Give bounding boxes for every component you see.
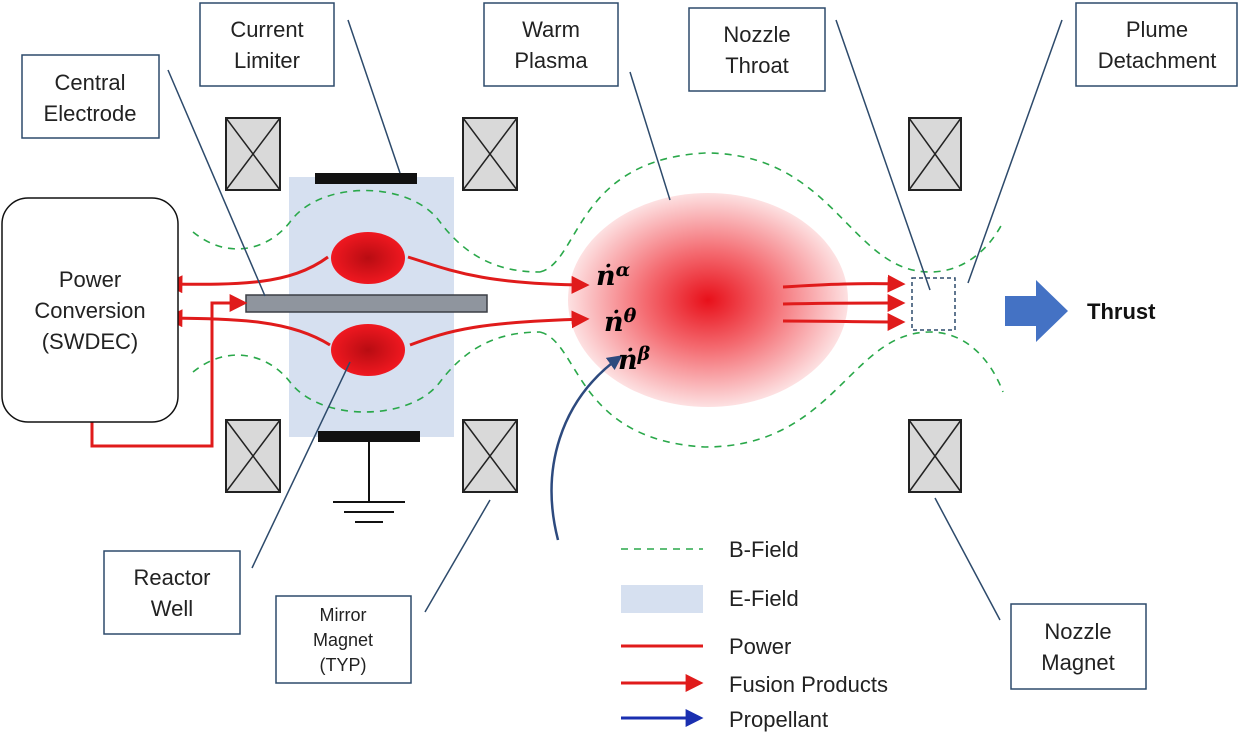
svg-text:Throat: Throat (725, 53, 789, 78)
leader-nozzle-magnet (934, 497, 1001, 621)
legend-item-power: Power (621, 634, 791, 659)
svg-text:Detachment: Detachment (1098, 48, 1217, 73)
svg-text:(TYP): (TYP) (320, 655, 367, 675)
legend-item-b-field: B-Field (621, 537, 799, 562)
exhaust-arrow-3 (782, 312, 906, 331)
svg-text:Power: Power (59, 267, 121, 292)
n-alpha-right: ṅα (596, 259, 631, 292)
leader-lines (167, 19, 1063, 621)
n-theta: ṅθ (604, 305, 637, 338)
callout-warm-plasma: Warm Plasma (483, 2, 619, 87)
fusion-arrow-upper-right (407, 255, 590, 294)
current-limiter-plate-top (315, 173, 417, 184)
callout-plume-detachment: Plume Detachment (1075, 2, 1238, 87)
fusion-arrow-lower-left (164, 309, 331, 347)
svg-text:Propellant: Propellant (729, 707, 828, 732)
reactor-well-plasma-lower (331, 324, 405, 376)
callout-mirror-magnet: Mirror Magnet (TYP) (275, 595, 412, 684)
callout-central-electrode: Central Electrode (21, 54, 160, 139)
svg-text:Warm: Warm (522, 17, 580, 42)
nozzle-magnet-upper (908, 117, 962, 191)
callout-nozzle-magnet: Nozzle Magnet (1010, 603, 1147, 690)
callout-reactor-well: Reactor Well (103, 550, 241, 635)
fusion-arrow-lower-right (409, 310, 590, 347)
svg-text:Reactor: Reactor (133, 565, 210, 590)
central-electrode (245, 294, 488, 313)
svg-text:Plasma: Plasma (514, 48, 588, 73)
svg-text:Well: Well (151, 596, 193, 621)
mirror-magnet-upper-left (225, 117, 281, 191)
leader-mirror-magnet (424, 499, 491, 613)
leader-nozzle-throat (835, 19, 931, 291)
b-field-upper-left (192, 189, 541, 273)
legend: B-Field E-Field Power Fusion Products Pr… (621, 537, 888, 732)
propellant-arrow (550, 355, 623, 541)
n-beta: ṅβ (618, 343, 651, 376)
leader-warm-plasma (629, 71, 671, 201)
nozzle-magnet-lower (908, 419, 962, 493)
warm-plasma (568, 193, 848, 407)
ground-icon (333, 442, 405, 523)
leader-reactor-well (251, 361, 351, 569)
mirror-magnet-lower-right (462, 419, 518, 493)
svg-text:Limiter: Limiter (234, 48, 300, 73)
power-line (90, 294, 248, 448)
svg-text:Power: Power (729, 634, 791, 659)
legend-item-fusion-products: Fusion Products (621, 672, 888, 697)
thrust-label: Thrust (1087, 299, 1156, 324)
callout-power-conversion: Power Conversion (SWDEC) (1, 197, 179, 423)
current-limiter-plate-bottom (318, 431, 420, 442)
svg-text:Current: Current (230, 17, 303, 42)
fusion-arrow-upper-left (164, 255, 329, 294)
svg-text:Nozzle: Nozzle (1044, 619, 1111, 644)
svg-text:Magnet: Magnet (1041, 650, 1114, 675)
svg-text:Conversion: Conversion (34, 298, 145, 323)
legend-item-propellant: Propellant (621, 707, 828, 732)
mirror-magnet-upper-right (462, 117, 518, 191)
svg-text:(SWDEC): (SWDEC) (42, 329, 139, 354)
svg-text:Mirror: Mirror (320, 605, 367, 625)
reactor-well-plasma-upper (331, 232, 405, 284)
b-field-upper-right (539, 152, 1004, 273)
svg-text:B-Field: B-Field (729, 537, 799, 562)
b-field-lines (192, 152, 1004, 448)
callout-current-limiter: Current Limiter (199, 2, 335, 87)
exhaust-arrow-2 (782, 294, 906, 313)
nozzle-throat-box (911, 277, 956, 331)
svg-text:Nozzle: Nozzle (723, 22, 790, 47)
legend-item-e-field: E-Field (621, 585, 799, 613)
leader-central-electrode (167, 69, 266, 297)
svg-text:Fusion Products: Fusion Products (729, 672, 888, 697)
svg-text:Magnet: Magnet (313, 630, 373, 650)
leader-current-limiter (347, 19, 401, 174)
exhaust-arrow-1 (782, 274, 906, 293)
callout-nozzle-throat: Nozzle Throat (688, 7, 826, 92)
leader-plume-detachment (967, 19, 1063, 284)
thrust-arrow-icon (1005, 280, 1068, 342)
svg-text:Central: Central (55, 70, 126, 95)
mirror-magnet-lower-left (225, 419, 281, 493)
svg-text:E-Field: E-Field (729, 586, 799, 611)
svg-text:Plume: Plume (1126, 17, 1188, 42)
b-field-lower-right (539, 331, 1004, 448)
svg-text:Electrode: Electrode (44, 101, 137, 126)
fusion-product-arrows (164, 255, 906, 347)
